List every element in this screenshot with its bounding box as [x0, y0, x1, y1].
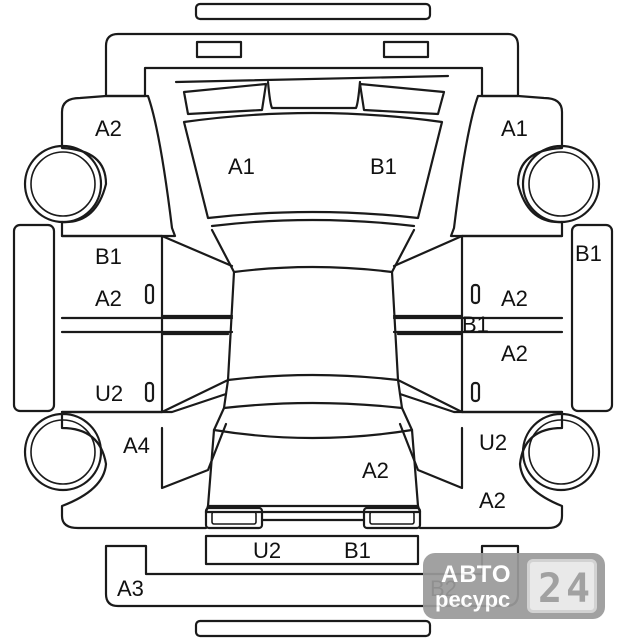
watermark-digit-box: 2 4	[527, 559, 597, 613]
front-bumper	[104, 32, 520, 98]
wheel-rear-left-outer	[23, 412, 103, 492]
label-rear-panel-right: B1	[344, 538, 371, 563]
right-front-door-handle	[470, 283, 481, 305]
right-front-fender	[449, 94, 564, 238]
trunk	[206, 428, 420, 508]
fog-lamp-left	[195, 40, 243, 59]
label-right-front-fender: A1	[501, 116, 528, 141]
headlight-right	[358, 82, 446, 116]
left-front-door-window	[160, 234, 234, 318]
wheel-front-left-inner	[30, 151, 96, 217]
grille	[266, 80, 362, 110]
label-hood-left: A1	[228, 154, 255, 179]
right-side-sill	[570, 223, 614, 413]
watermark-digit1: 2	[538, 566, 563, 612]
rear-panel	[204, 534, 420, 566]
label-right-rear-wheel: U2	[479, 430, 508, 455]
label-right-rear-door: A2	[501, 341, 528, 366]
watermark-line1: АВТО	[441, 561, 512, 588]
grille-line	[174, 74, 450, 84]
label-trunk: A2	[362, 458, 389, 483]
label-left-rear-door: U2	[95, 381, 124, 406]
label-left-front-door-bottom: A2	[95, 286, 122, 311]
tail-light-left	[204, 506, 264, 530]
wheel-rear-left-inner	[30, 419, 96, 485]
tail-light-right	[362, 506, 422, 530]
label-right-pillar: B1	[462, 312, 489, 337]
label-left-rear-quarter: A4	[123, 433, 150, 458]
hood	[182, 111, 444, 220]
wheel-rear-right-outer	[521, 412, 601, 492]
left-rear-quarter	[60, 392, 228, 530]
right-rear-quarter	[398, 392, 564, 530]
fog-lamp-right	[382, 40, 430, 59]
right-front-door-window	[392, 234, 464, 318]
right-rear-door-handle	[470, 381, 481, 403]
wheel-front-right-inner	[528, 151, 594, 217]
right-door-split	[392, 316, 564, 334]
label-right-rear-quarter: A2	[479, 488, 506, 513]
label-left-front-door-top: B1	[95, 244, 122, 269]
watermark-logo: АВТО ресурс 2 4	[423, 553, 605, 619]
tail-light-right-inner	[369, 511, 415, 525]
label-rear-bumper-left: A3	[117, 576, 144, 601]
front-bumper-bar	[194, 2, 432, 21]
left-side-sill	[12, 223, 56, 413]
label-rear-panel-left: U2	[253, 538, 282, 563]
windshield	[210, 228, 416, 274]
label-right-side-sill: B1	[575, 241, 602, 266]
rear-window	[222, 378, 404, 410]
rear-bumper-bar	[194, 619, 432, 638]
rear-window-lower	[212, 406, 414, 440]
left-front-fender	[60, 94, 177, 238]
left-rear-door-handle	[144, 381, 155, 403]
tail-light-left-inner	[211, 511, 257, 525]
label-left-front-fender: A2	[95, 116, 122, 141]
label-hood-right: B1	[370, 154, 397, 179]
left-rear-door-window	[160, 332, 230, 414]
left-front-door-handle	[144, 283, 155, 305]
watermark-line2: ресурс	[435, 587, 511, 612]
left-door-split	[60, 316, 234, 334]
headlight-left	[182, 82, 268, 116]
watermark-digit2: 4	[566, 566, 591, 612]
wheel-front-left-outer	[23, 144, 103, 224]
right-rear-door-window	[396, 332, 464, 414]
wheel-front-right-outer	[521, 144, 601, 224]
hood-edge	[210, 218, 416, 228]
label-right-front-door: A2	[501, 286, 528, 311]
roof	[226, 270, 400, 382]
wheel-rear-right-inner	[528, 419, 594, 485]
